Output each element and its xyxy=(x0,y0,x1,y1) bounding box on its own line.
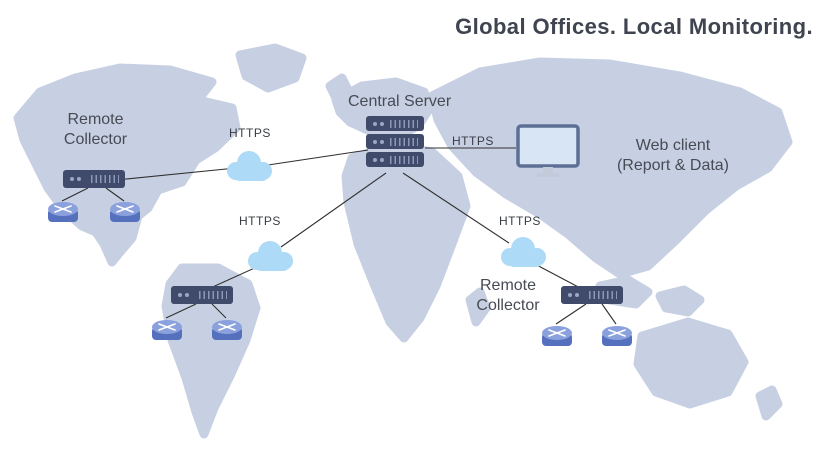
remote-collector-south-icon xyxy=(171,286,233,304)
link-collector-right-router-1 xyxy=(555,303,587,325)
https-label-server-webclient: HTTPS xyxy=(452,134,494,148)
link-collector-left-to-cloud xyxy=(115,167,237,181)
router-icon xyxy=(542,326,572,346)
web-client-label: Web client (Report & Data) xyxy=(598,136,748,176)
islands-indonesia xyxy=(655,285,705,317)
cloud-icon-left xyxy=(227,151,272,181)
island-greenland xyxy=(235,43,307,93)
remote-collector-left-label-line2: Collector xyxy=(63,131,128,148)
remote-collector-right-icon xyxy=(561,286,623,304)
remote-collector-right-label-line1: Remote xyxy=(479,277,537,294)
link-collector-south-router-1 xyxy=(165,303,197,319)
router-icon xyxy=(152,320,182,340)
link-collector-right-router-2 xyxy=(601,303,617,325)
continent-north-america xyxy=(13,63,241,267)
server-rack-unit xyxy=(366,116,424,131)
server-rack-unit xyxy=(366,152,424,167)
link-server-to-cloud-mid xyxy=(280,172,387,248)
continent-south-america xyxy=(161,263,261,439)
web-client-label-line2: (Report & Data) xyxy=(616,157,730,174)
link-cloud-left-to-server xyxy=(267,149,369,166)
remote-collector-left-label: Remote Collector xyxy=(38,110,153,150)
continent-africa xyxy=(341,141,471,343)
router-icon xyxy=(602,326,632,346)
router-icon xyxy=(212,320,242,340)
web-client-label-line1: Web client xyxy=(635,137,711,154)
link-collector-left-router-2 xyxy=(105,187,125,202)
https-label-mid: HTTPS xyxy=(239,214,281,228)
web-client-monitor-icon xyxy=(516,124,580,177)
server-rack-unit xyxy=(366,134,424,149)
remote-collector-right-label: Remote Collector xyxy=(452,276,564,316)
https-label-right: HTTPS xyxy=(499,214,541,228)
https-label-left: HTTPS xyxy=(229,126,271,140)
link-collector-south-router-2 xyxy=(211,303,227,319)
cloud-icon-right xyxy=(501,237,546,267)
connection-lines xyxy=(61,147,617,325)
cloud-icon-mid xyxy=(248,241,293,271)
central-server-label: Central Server xyxy=(348,93,452,110)
central-server-icon xyxy=(366,116,424,170)
remote-collector-left-icon xyxy=(63,170,125,188)
page-title: Global Offices. Local Monitoring. xyxy=(455,14,813,39)
continent-australia xyxy=(633,317,749,409)
remote-collector-right-label-line2: Collector xyxy=(476,297,540,314)
remote-collector-left-label-line1: Remote xyxy=(67,111,124,128)
router-icon xyxy=(48,202,78,222)
island-new-zealand xyxy=(755,385,783,421)
link-collector-left-router-1 xyxy=(61,187,89,202)
router-icon xyxy=(110,202,140,222)
continent-asia xyxy=(427,57,793,279)
island-madagascar xyxy=(465,287,491,327)
link-server-to-cloud-right xyxy=(402,172,510,244)
